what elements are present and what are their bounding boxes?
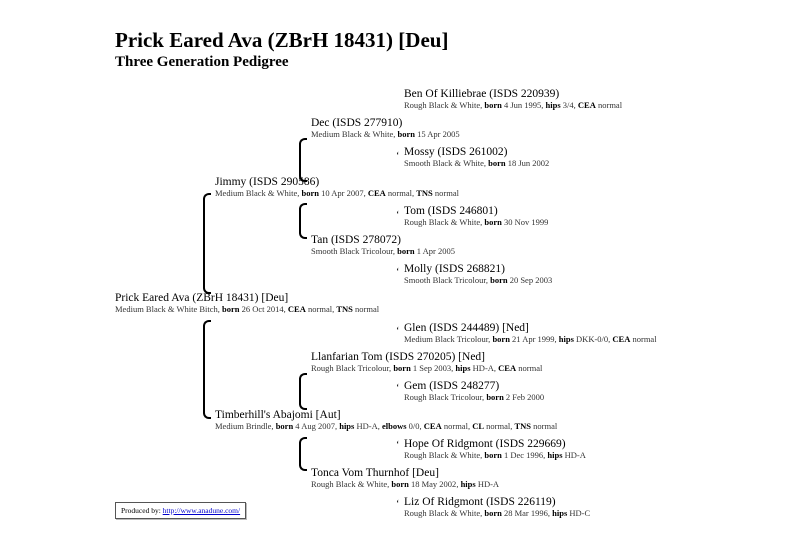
dog-name: Prick Eared Ava (ZBrH 18431) [Deu] — [115, 292, 289, 304]
dog-name: Liz Of Ridgmont (ISDS 226119) — [404, 496, 556, 508]
dog-info: Rough Black & White, born 28 Mar 1996, h… — [404, 508, 591, 519]
tick-tom: ‘ — [396, 210, 400, 221]
dog-name: Hope Of Ridgmont (ISDS 229669) — [404, 438, 566, 450]
bracket-abajomi — [299, 373, 307, 410]
anadune-link[interactable]: http://www.anadune.com/ — [162, 506, 241, 515]
pedigree-entry-tonca: Tonca Vom Thurnhof [Deu] Rough Black & W… — [311, 467, 499, 490]
tick-glen: ‘ — [396, 326, 400, 337]
pedigree-entry-llanfarian-tom: Llanfarian Tom (ISDS 270205) [Ned] Rough… — [311, 351, 542, 374]
dog-name: Llanfarian Tom (ISDS 270205) [Ned] — [311, 351, 485, 363]
dog-name: Mossy (ISDS 261002) — [404, 146, 508, 158]
produced-by-label: Produced by: — [121, 506, 163, 515]
pedigree-entry-mossy: Mossy (ISDS 261002) Smooth Black & White… — [404, 146, 549, 169]
bracket-root-dam — [203, 320, 211, 419]
dog-info: Smooth Black Tricolour, born 1 Apr 2005 — [311, 246, 455, 257]
dog-info: Rough Black & White, born 4 Jun 1995, hi… — [404, 100, 623, 111]
dog-info: Rough Black & White, born 18 May 2002, h… — [311, 479, 500, 490]
dog-name: Molly (ISDS 268821) — [404, 263, 505, 275]
dog-info: Smooth Black & White, born 18 Jun 2002 — [404, 158, 550, 169]
pedigree-entry-dec: Dec (ISDS 277910) Medium Black & White, … — [311, 117, 460, 140]
tick-molly: ‘ — [396, 267, 400, 278]
tick-hope: ‘ — [396, 440, 400, 451]
dog-info: Medium Black Tricolour, born 21 Apr 1999… — [404, 334, 657, 345]
pedigree-entry-subject: Prick Eared Ava (ZBrH 18431) [Deu] Mediu… — [115, 292, 379, 315]
dog-name: Dec (ISDS 277910) — [311, 117, 403, 129]
page-title: Prick Eared Ava (ZBrH 18431) [Deu] — [115, 28, 449, 52]
dog-info: Rough Black & White, born 30 Nov 1999 — [404, 217, 549, 228]
dog-name: Ben Of Killiebrae (ISDS 220939) — [404, 88, 560, 100]
bracket-abajomi-dam — [299, 437, 307, 471]
pedigree-entry-tan: Tan (ISDS 278072) Smooth Black Tricolour… — [311, 234, 455, 257]
dog-name: Jimmy (ISDS 290586) — [215, 176, 320, 188]
dog-info: Rough Black Tricolour, born 1 Sep 2003, … — [311, 363, 543, 374]
dog-info: Medium Black & White Bitch, born 26 Oct … — [115, 304, 380, 315]
bracket-root-sire — [203, 193, 211, 294]
pedigree-entry-liz: Liz Of Ridgmont (ISDS 226119) Rough Blac… — [404, 496, 590, 519]
dog-info: Medium Black & White, born 10 Apr 2007, … — [215, 188, 459, 199]
tick-mossy: ‘ — [396, 151, 400, 162]
produced-by-box: Produced by: http://www.anadune.com/ — [115, 502, 247, 519]
pedigree-entry-tom: Tom (ISDS 246801) Rough Black & White, b… — [404, 205, 548, 228]
pedigree-entry-jimmy: Jimmy (ISDS 290586) Medium Black & White… — [215, 176, 459, 199]
pedigree-entry-glen: Glen (ISDS 244489) [Ned] Medium Black Tr… — [404, 322, 657, 345]
dog-info: Smooth Black Tricolour, born 20 Sep 2003 — [404, 275, 553, 286]
pedigree-entry-gem: Gem (ISDS 248277) Rough Black Tricolour,… — [404, 380, 544, 403]
pedigree-entry-hope: Hope Of Ridgmont (ISDS 229669) Rough Bla… — [404, 438, 586, 461]
pedigree-entry-ben: Ben Of Killiebrae (ISDS 220939) Rough Bl… — [404, 88, 622, 111]
dog-name: Tom (ISDS 246801) — [404, 205, 498, 217]
bracket-jimmy-dam — [299, 203, 307, 239]
dog-name: Tonca Vom Thurnhof [Deu] — [311, 467, 439, 479]
pedigree-entry-abajomi: Timberhill's Abajomi [Aut] Medium Brindl… — [215, 409, 557, 432]
dog-info: Medium Brindle, born 4 Aug 2007, hips HD… — [215, 421, 558, 432]
bracket-jimmy — [299, 138, 307, 182]
tick-gem: ‘ — [396, 383, 400, 394]
dog-info: Medium Black & White, born 15 Apr 2005 — [311, 129, 460, 140]
dog-info: Rough Black Tricolour, born 2 Feb 2000 — [404, 392, 545, 403]
dog-info: Rough Black & White, born 1 Dec 1996, hi… — [404, 450, 586, 461]
dog-name: Tan (ISDS 278072) — [311, 234, 401, 246]
pedigree-entry-molly: Molly (ISDS 268821) Smooth Black Tricolo… — [404, 263, 552, 286]
dog-name: Glen (ISDS 244489) [Ned] — [404, 322, 529, 334]
tick-liz: ‘ — [396, 499, 400, 510]
page-subtitle: Three Generation Pedigree — [115, 54, 289, 70]
dog-name: Timberhill's Abajomi [Aut] — [215, 409, 341, 421]
dog-name: Gem (ISDS 248277) — [404, 380, 500, 392]
